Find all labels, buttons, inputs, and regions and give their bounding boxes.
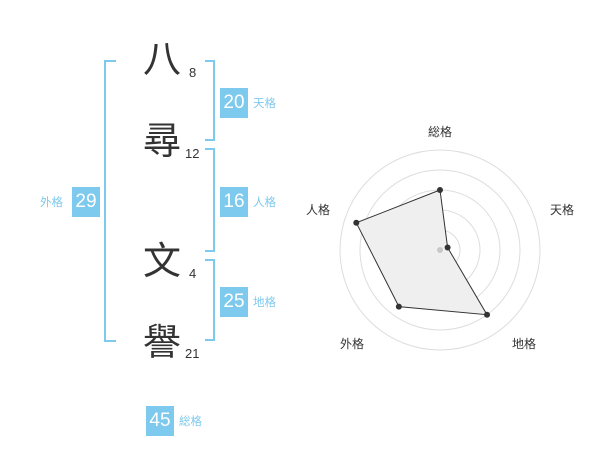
tenkaku-bracket — [205, 60, 215, 141]
radar-point — [444, 244, 451, 251]
radar-point — [353, 219, 360, 226]
stroke-count-4: 21 — [185, 346, 200, 361]
jinkaku-label: 人格 — [253, 195, 276, 209]
gaikaku-value: 29 — [72, 187, 100, 217]
tenkaku-value: 20 — [220, 88, 248, 118]
stroke-count-1: 8 — [189, 65, 197, 80]
radar-label-chikaku: 地格 — [512, 337, 537, 351]
chikaku-bracket — [205, 259, 215, 341]
radar-point — [395, 303, 402, 310]
stroke-count-2: 12 — [185, 146, 200, 161]
name-character-2: 尋 — [142, 119, 181, 163]
chikaku-value: 25 — [220, 287, 248, 317]
jinkaku-bracket — [205, 148, 215, 252]
tenkaku-label: 天格 — [253, 96, 276, 110]
gaikaku-bracket — [104, 60, 116, 342]
radar-label-jinkaku: 人格 — [306, 203, 331, 217]
name-character-1: 八 — [142, 37, 181, 81]
radar-label-gaikaku: 外格 — [340, 337, 365, 351]
radar-label-tenkaku: 天格 — [550, 203, 575, 217]
gaikaku-label: 外格 — [40, 195, 63, 209]
radar-point — [484, 311, 491, 318]
jinkaku-value: 16 — [220, 187, 248, 217]
stroke-count-3: 4 — [189, 266, 197, 281]
radar-ring — [339, 149, 541, 351]
name-character-3: 文 — [142, 239, 181, 283]
soukaku-label: 総格 — [179, 414, 202, 428]
name-character-4: 譽 — [142, 321, 181, 365]
radar-point — [437, 187, 443, 193]
radar-shape — [355, 189, 488, 316]
chikaku-label: 地格 — [253, 295, 276, 309]
soukaku-value: 45 — [146, 406, 174, 436]
radar-label-soukaku: 総格 — [428, 125, 453, 139]
radar-center-dot — [437, 247, 443, 253]
radar-ring — [359, 169, 521, 331]
